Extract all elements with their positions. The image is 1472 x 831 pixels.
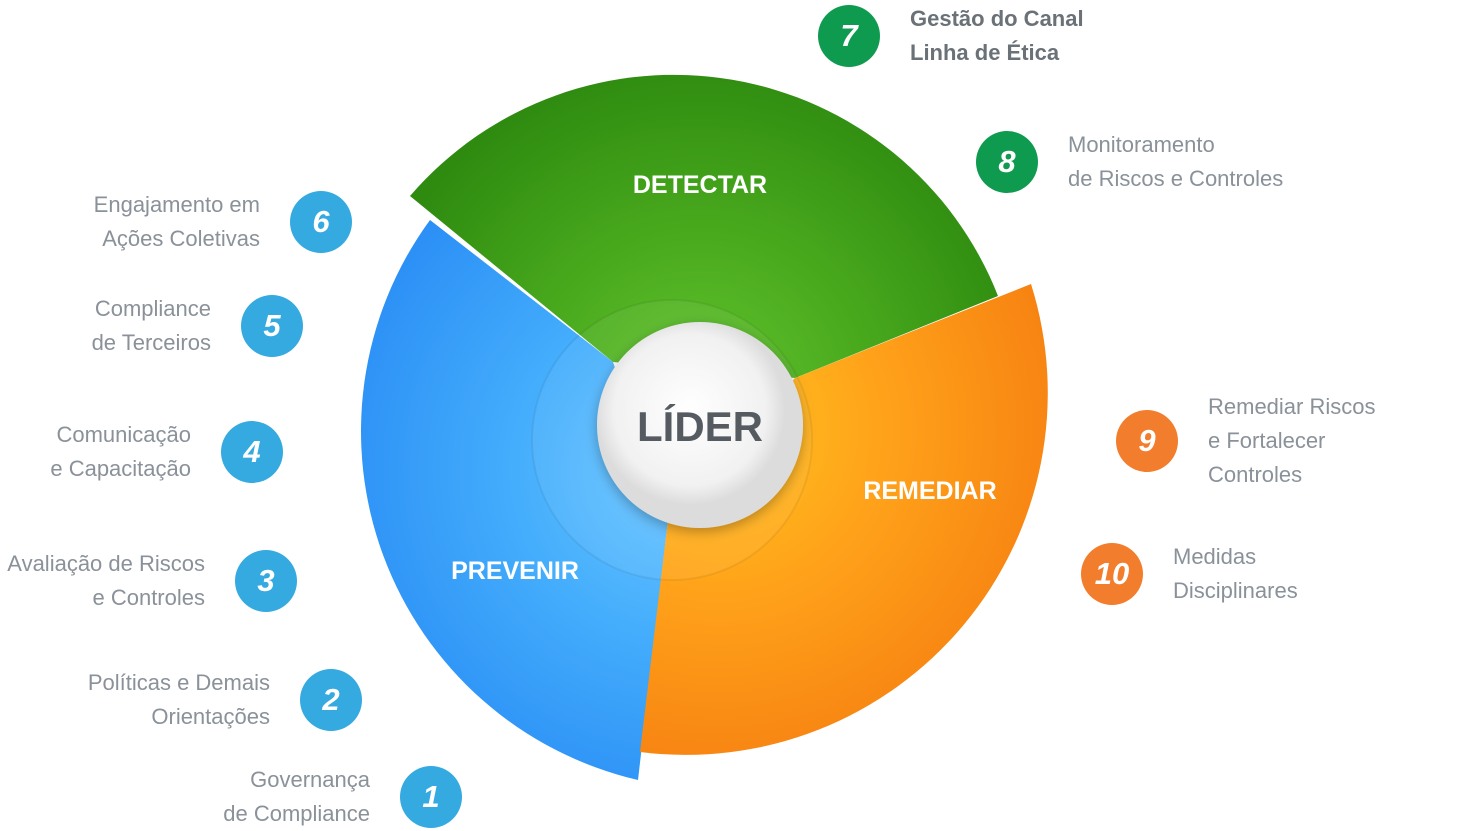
- item-1: Governança de Compliance 1: [223, 763, 462, 831]
- segment-label-detectar: DETECTAR: [633, 171, 767, 199]
- item-7-badge: 7: [818, 5, 880, 67]
- center-circle: [597, 322, 803, 528]
- item-5-line-2: de Terceiros: [91, 330, 211, 355]
- item-6: Engajamento em Ações Coletivas 6: [94, 188, 352, 256]
- item-4: Comunicação e Capacitação 4: [50, 418, 283, 486]
- item-4-line-2: e Capacitação: [50, 456, 191, 481]
- item-2-badge: 2: [300, 669, 362, 731]
- segment-prevenir: [361, 220, 668, 780]
- item-10-line-1: Medidas: [1173, 544, 1257, 569]
- item-10-line-2: Disciplinares: [1173, 578, 1298, 603]
- item-8-badge: 8: [976, 131, 1038, 193]
- item-9-line-2: e Fortalecer: [1208, 428, 1326, 453]
- item-9-line-1: Remediar Riscos: [1208, 394, 1376, 419]
- item-4-line-1: Comunicação: [56, 422, 191, 447]
- segment-label-remediar: REMEDIAR: [863, 477, 996, 505]
- item-3-line-2: e Controles: [92, 585, 205, 610]
- item-5-line-1: Compliance: [94, 296, 211, 321]
- item-6-line-1: Engajamento em: [93, 192, 260, 217]
- segment-detectar: [410, 74, 998, 378]
- item-7-line-1: Gestão do Canal: [910, 6, 1084, 31]
- item-8-line-1: Monitoramento: [1068, 132, 1215, 157]
- segment-label-prevenir: PREVENIR: [451, 557, 579, 585]
- item-10-badge: 10: [1081, 543, 1143, 605]
- item-6-badge: 6: [290, 191, 352, 253]
- item-10: 10 Medidas Disciplinares: [1081, 540, 1298, 608]
- item-5-badge: 5: [241, 295, 303, 357]
- item-3-line-1: Avaliação de Riscos: [7, 551, 205, 576]
- item-1-line-2: de Compliance: [223, 801, 370, 826]
- item-9-badge: 9: [1116, 410, 1178, 472]
- item-7-line-2: Linha de Ética: [910, 40, 1060, 65]
- item-2: Políticas e Demais Orientações 2: [88, 666, 362, 734]
- center-label: LÍDER: [637, 403, 763, 450]
- item-4-badge: 4: [221, 421, 283, 483]
- item-1-line-1: Governança: [250, 767, 370, 792]
- item-3: Avaliação de Riscos e Controles 3: [7, 547, 297, 615]
- item-2-line-1: Políticas e Demais: [87, 670, 270, 695]
- item-2-line-2: Orientações: [151, 704, 270, 729]
- item-6-line-2: Ações Coletivas: [102, 226, 260, 251]
- item-8-line-2: de Riscos e Controles: [1068, 166, 1284, 191]
- segment-remediar: [640, 284, 1048, 755]
- item-1-badge: 1: [400, 766, 462, 828]
- item-9-line-3: Controles: [1208, 462, 1303, 487]
- item-5: Compliance de Terceiros 5: [92, 292, 303, 360]
- item-3-badge: 3: [235, 550, 297, 612]
- item-7: 7 Gestão do Canal Linha de Ética: [818, 2, 1084, 70]
- item-8: 8 Monitoramento de Riscos e Controles: [976, 128, 1283, 196]
- item-9: 9 Remediar Riscos e Fortalecer Controles: [1116, 390, 1376, 492]
